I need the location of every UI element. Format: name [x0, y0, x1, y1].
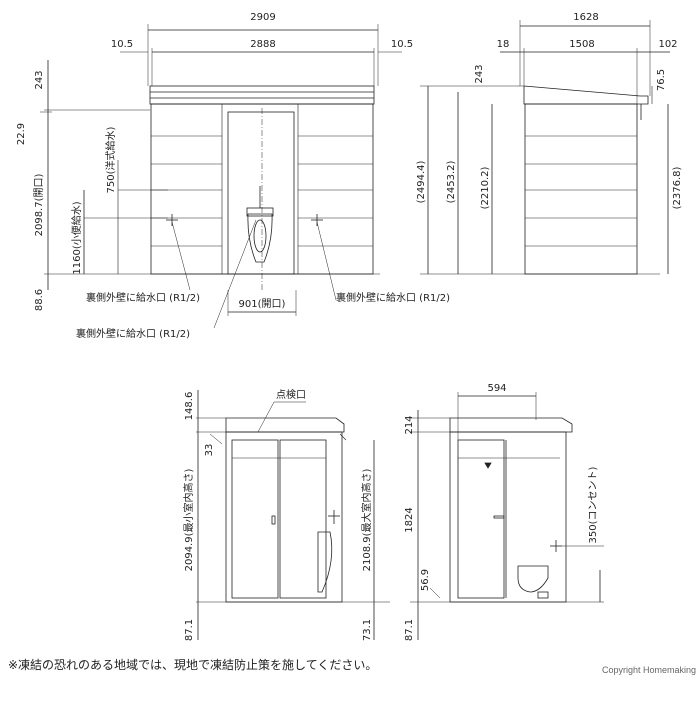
- dim-side-roof: 243: [474, 64, 485, 83]
- front-right-panels: [297, 104, 373, 274]
- dim-front-total: 2909: [250, 12, 275, 23]
- dim-section1-base-right: 73.1: [362, 619, 373, 641]
- freeze-warning-note: ※凍結の恐れのある地域では、現地で凍結防止策を施してください。: [8, 658, 378, 672]
- western-toilet-icon: [517, 540, 562, 599]
- front-view: [40, 24, 402, 329]
- dim-side-right: 102: [658, 39, 677, 50]
- section1-roof: [225, 417, 345, 433]
- front-left-panels: [151, 104, 223, 274]
- dim-side-eave: 76.5: [656, 69, 667, 91]
- dim-front-roof: 243: [34, 70, 45, 89]
- dim-front-inner: 2888: [250, 39, 275, 50]
- section1-urinal: [317, 531, 333, 593]
- section2-body: [449, 431, 567, 603]
- section-view-western: [410, 392, 604, 640]
- dim-side-middle: 1508: [569, 39, 594, 50]
- copyright-text: Copyright Homemaking: [601, 665, 696, 675]
- label-water-inlet-center: 裏側外壁に給水口 (R1/2): [76, 327, 190, 340]
- urinal-icon: [246, 186, 274, 263]
- dim-section1-small: 33: [204, 444, 215, 457]
- dim-front-side-left: 10.5: [111, 39, 133, 50]
- front-roof: [149, 85, 375, 105]
- dim-front-side-right: 10.5: [391, 39, 413, 50]
- dim-section2-top: 214: [404, 415, 415, 434]
- section2-handle: [493, 515, 505, 519]
- label-water-inlet-right: 裏側外壁に給水口 (R1/2): [336, 291, 450, 304]
- section2-vent-icon: [484, 462, 492, 469]
- side-body: [524, 103, 638, 275]
- dim-side-h2: (2453.2): [446, 161, 457, 204]
- dim-section2-width: 594: [487, 383, 506, 394]
- dim-section1-top: 148.6: [184, 392, 195, 421]
- section2-roof: [449, 417, 573, 433]
- dim-section1-base-left: 87.1: [184, 619, 195, 641]
- dim-front-urinal-water: 1160(小便給水): [70, 201, 83, 274]
- dim-section2-door: 1824: [404, 507, 415, 532]
- section1-body: [225, 431, 343, 603]
- label-water-inlet-left: 裏側外壁に給水口 (R1/2): [86, 291, 200, 304]
- label-inspection-port: 点検口: [276, 388, 306, 401]
- dim-front-opening-width: 901(開口): [239, 298, 286, 310]
- side-roof: [523, 85, 649, 105]
- section1-door-left: [231, 439, 279, 599]
- dim-front-western-water: 750(洋式給水): [104, 126, 117, 193]
- dim-front-base: 88.6: [34, 289, 45, 311]
- water-inlet-marks: [166, 214, 323, 226]
- dim-side-total: 1628: [573, 12, 598, 23]
- section-view-urinal: [196, 390, 390, 640]
- front-opening: [227, 111, 295, 275]
- dim-side-h3: (2210.2): [480, 167, 491, 210]
- side-view: [420, 20, 670, 275]
- dim-front-roof-offset: 22.9: [16, 123, 27, 145]
- dim-section2-base: 87.1: [404, 619, 415, 641]
- section2-door: [457, 439, 505, 599]
- dim-section2-small: 56.9: [420, 569, 431, 591]
- dim-section1-max-height: 2108.9(最大室内高さ): [360, 469, 373, 572]
- section1-door-right: [279, 439, 327, 599]
- dim-section2-outlet: 350(コンセント): [587, 466, 599, 543]
- dim-side-h1: (2494.4): [416, 161, 427, 204]
- dim-front-opening-height: 2098.7(開口): [33, 174, 45, 237]
- dim-side-left: 18: [497, 39, 510, 50]
- section1-handle: [271, 515, 276, 525]
- dim-section1-min-height: 2094.9(最小室内高さ): [182, 469, 195, 572]
- dim-side-h4: (2376.8): [672, 167, 683, 210]
